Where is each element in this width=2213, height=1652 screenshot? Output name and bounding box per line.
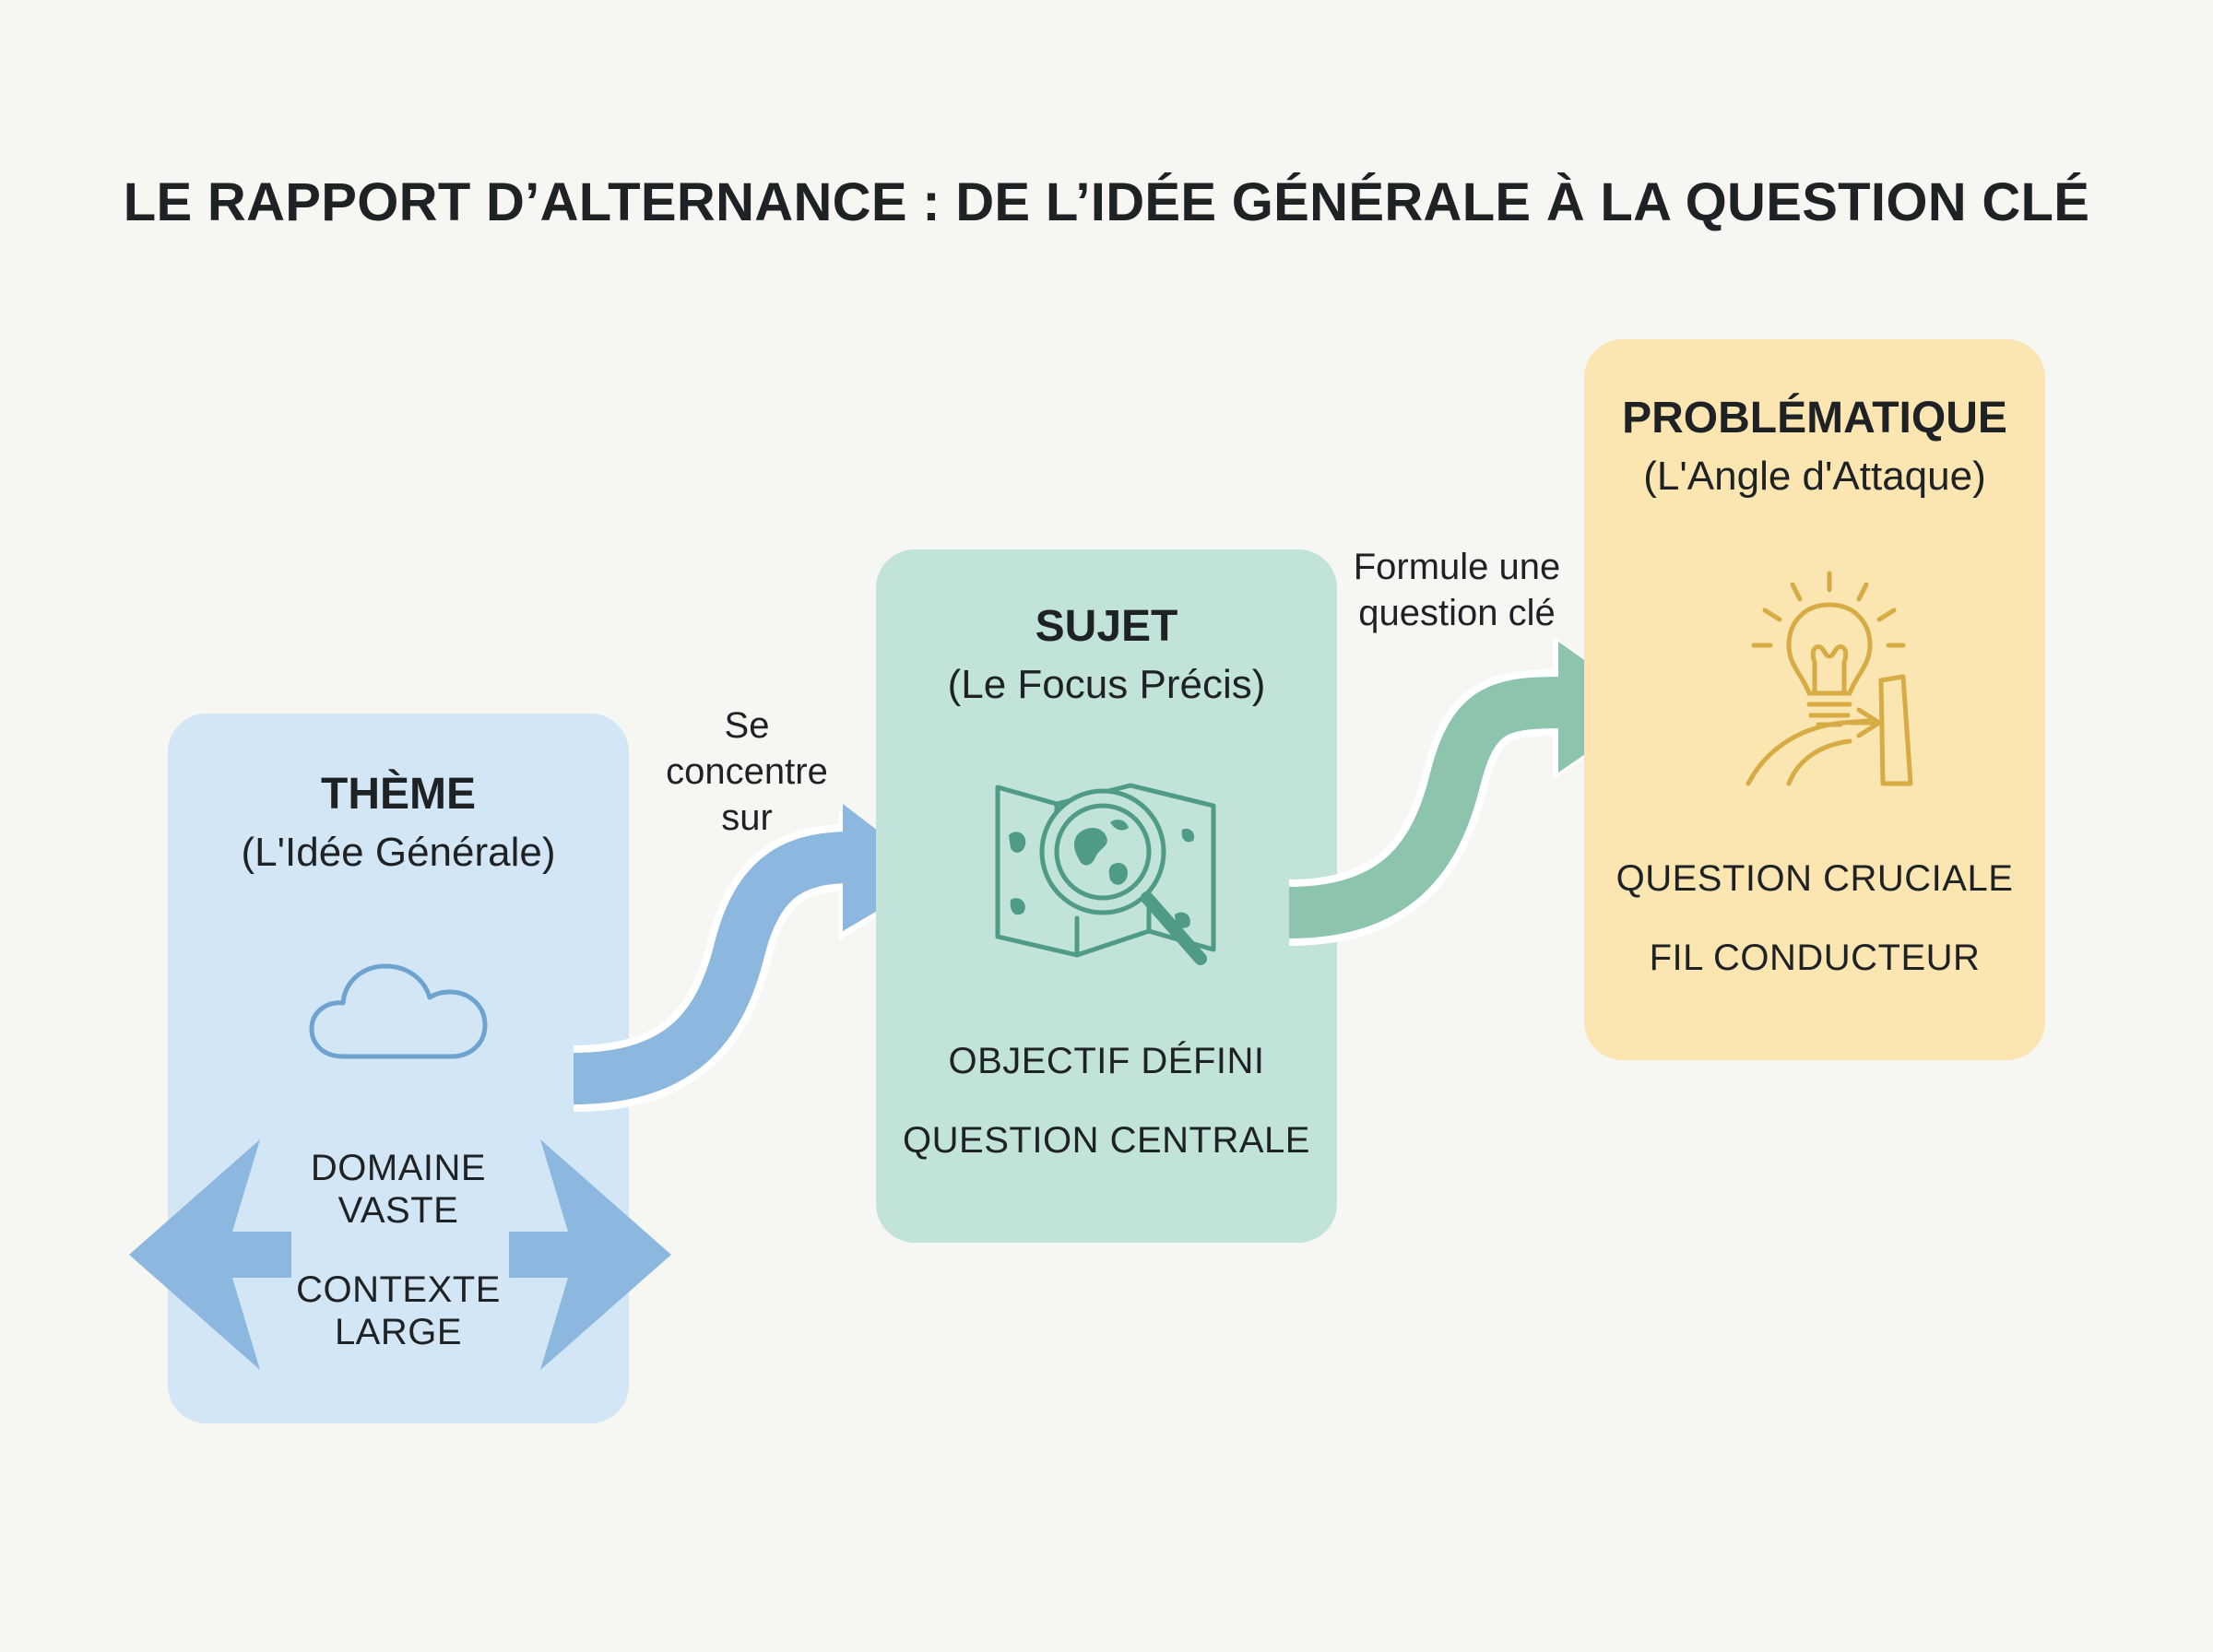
- lightbulb-path-icon: [1746, 571, 1913, 786]
- tag-question-centrale: QUESTION CENTRALE: [903, 1120, 1310, 1161]
- card-title: PROBLÉMATIQUE: [1622, 394, 2007, 442]
- card-subtitle: (L'Idée Générale): [241, 830, 556, 875]
- diagram-title: LE RAPPORT D’ALTERNANCE : DE L’IDÉE GÉNÉ…: [123, 172, 2090, 232]
- card-theme: THÈME (L'Idée Générale) DOMAINE VASTE CO…: [168, 714, 629, 1423]
- connector-label-line: Formule une: [1353, 547, 1561, 587]
- connector-label-line: question clé: [1358, 593, 1556, 633]
- connector-label-line: sur: [721, 797, 773, 838]
- connector-label-2: Formule une question clé: [1337, 544, 1577, 636]
- tag-contexte: CONTEXTE: [296, 1269, 501, 1310]
- connector-label-1: Se concentre sur: [645, 702, 848, 841]
- tag-objectif: OBJECTIF DÉFINI: [948, 1041, 1265, 1081]
- connector-label-line: Se: [724, 705, 770, 746]
- tag-question-cruciale: QUESTION CRUCIALE: [1615, 858, 2014, 899]
- tag-large: LARGE: [334, 1312, 463, 1352]
- connector-label-line: concentre: [666, 751, 828, 792]
- tag-domaine: DOMAINE: [310, 1148, 487, 1188]
- expand-right-arrow: [509, 1139, 671, 1370]
- card-title: SUJET: [1035, 602, 1178, 651]
- cloud-icon: [309, 963, 488, 1059]
- map-magnifier-icon: [995, 783, 1216, 965]
- card-subtitle: (L'Angle d'Attaque): [1643, 454, 1986, 499]
- card-problematique: PROBLÉMATIQUE (L'Angle d'Attaque) QUESTI…: [1584, 339, 2045, 1060]
- card-sujet: SUJET (Le Focus Précis) OBJECTIF DÉFINI …: [876, 549, 1337, 1243]
- card-title: THÈME: [321, 770, 476, 819]
- tag-fil-conducteur: FIL CONDUCTEUR: [1649, 938, 1981, 978]
- card-subtitle: (Le Focus Précis): [947, 662, 1266, 707]
- expand-left-arrow: [129, 1139, 291, 1370]
- tag-vaste: VASTE: [337, 1190, 459, 1231]
